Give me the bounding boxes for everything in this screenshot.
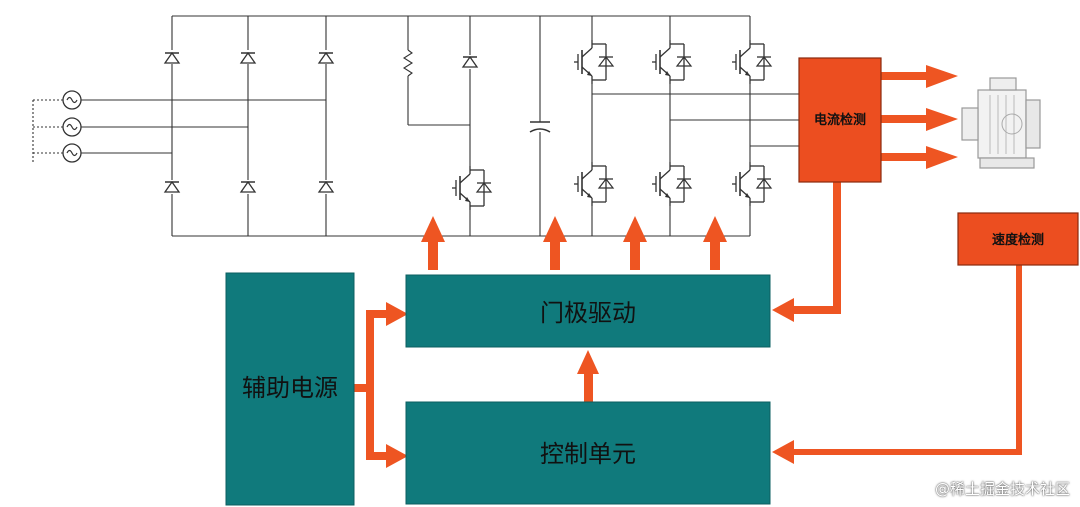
rectifier-diodes	[164, 50, 478, 194]
signal-arrows	[354, 65, 1022, 468]
ac-sources	[62, 90, 82, 163]
line-current-feedback	[833, 182, 841, 314]
arrow-gate-3	[630, 240, 640, 270]
arrow-to-motor-1	[881, 72, 927, 80]
control-unit-block: 控制单元	[405, 401, 771, 505]
speed-detect-label: 速度检测	[992, 232, 1044, 248]
arrow-gate-2	[550, 240, 560, 270]
gate-drive-block: 门极驱动	[405, 274, 771, 348]
arrow-control-to-gate	[584, 372, 593, 402]
line-aux-power	[354, 384, 374, 392]
aux-power-block: 辅助电源	[225, 272, 355, 506]
aux-power-label: 辅助电源	[242, 374, 338, 402]
arrow-gate-4	[710, 240, 720, 270]
line-speed-feedback	[1016, 265, 1022, 455]
arrow-to-motor-3	[881, 153, 927, 161]
motor-icon	[961, 77, 1041, 169]
control-unit-label: 控制单元	[540, 440, 636, 468]
arrow-to-motor-2	[881, 115, 927, 123]
speed-detect-block: 速度检测	[957, 212, 1079, 266]
watermark: @稀土掘金技术社区	[934, 480, 1070, 498]
current-detect-label: 电流检测	[814, 112, 866, 128]
igbt-switches	[448, 39, 772, 211]
current-detect-block: 电流检测	[798, 57, 882, 183]
gate-drive-label: 门极驱动	[540, 299, 636, 327]
arrow-gate-1	[428, 240, 438, 270]
